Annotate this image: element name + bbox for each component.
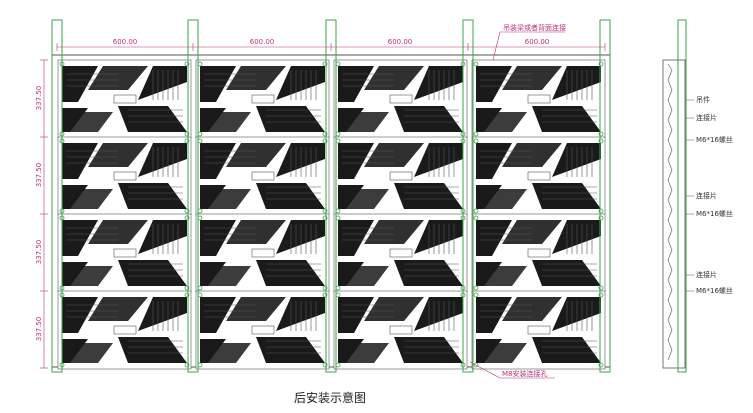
module (195, 213, 330, 293)
module (195, 290, 330, 370)
module (57, 136, 192, 216)
side-label: 连接片 (696, 191, 717, 200)
module (471, 136, 606, 216)
module (57, 290, 192, 370)
module (471, 213, 606, 293)
mounting-bar (325, 19, 337, 373)
row-height-label: 337.50 (35, 86, 43, 111)
module (333, 59, 468, 139)
column-width-label: 600.00 (250, 38, 275, 46)
bottom-callout: M8安装连接孔 (469, 361, 555, 379)
row-height-label: 337.50 (35, 317, 43, 342)
callout-top-text: 吊装梁或者背面连接 (503, 23, 566, 32)
row-height-label: 337.50 (35, 240, 43, 265)
left-dimensions: 337.50 337.50 337.50 337.50 (35, 59, 48, 369)
column-width-label: 600.00 (113, 38, 138, 46)
column-width-label: 600.00 (388, 38, 413, 46)
module (333, 290, 468, 370)
side-label: M6*16螺丝 (696, 286, 733, 295)
module (471, 290, 606, 370)
side-label: M6*16螺丝 (696, 135, 733, 144)
module (195, 136, 330, 216)
side-label: 连接片 (696, 270, 717, 279)
top-callout: 吊装梁或者背面连接 (492, 23, 566, 61)
side-view: 吊件 连接片 M6*16螺丝 连接片 M6*16螺丝 连接片 M6*16螺丝 (662, 19, 733, 373)
module (195, 59, 330, 139)
module (57, 59, 192, 139)
mounting-bars (51, 19, 611, 373)
mounting-bar (187, 19, 199, 373)
module-grid (57, 59, 606, 370)
side-label: 连接片 (696, 113, 717, 122)
mounting-bar (599, 19, 611, 373)
diagram-caption: 后安装示意图 (294, 390, 366, 405)
module (333, 213, 468, 293)
mounting-bar (51, 19, 63, 373)
mounting-bar (462, 19, 474, 373)
module (333, 136, 468, 216)
module (57, 213, 192, 293)
column-width-label: 600.00 (525, 38, 550, 46)
module (471, 59, 606, 139)
row-height-label: 337.50 (35, 163, 43, 188)
side-label: 吊件 (696, 95, 710, 104)
top-dimensions: 600.00 600.00 600.00 600.00 (56, 38, 606, 51)
callout-bottom-text: M8安装连接孔 (502, 369, 548, 378)
side-label: M6*16螺丝 (696, 209, 733, 218)
